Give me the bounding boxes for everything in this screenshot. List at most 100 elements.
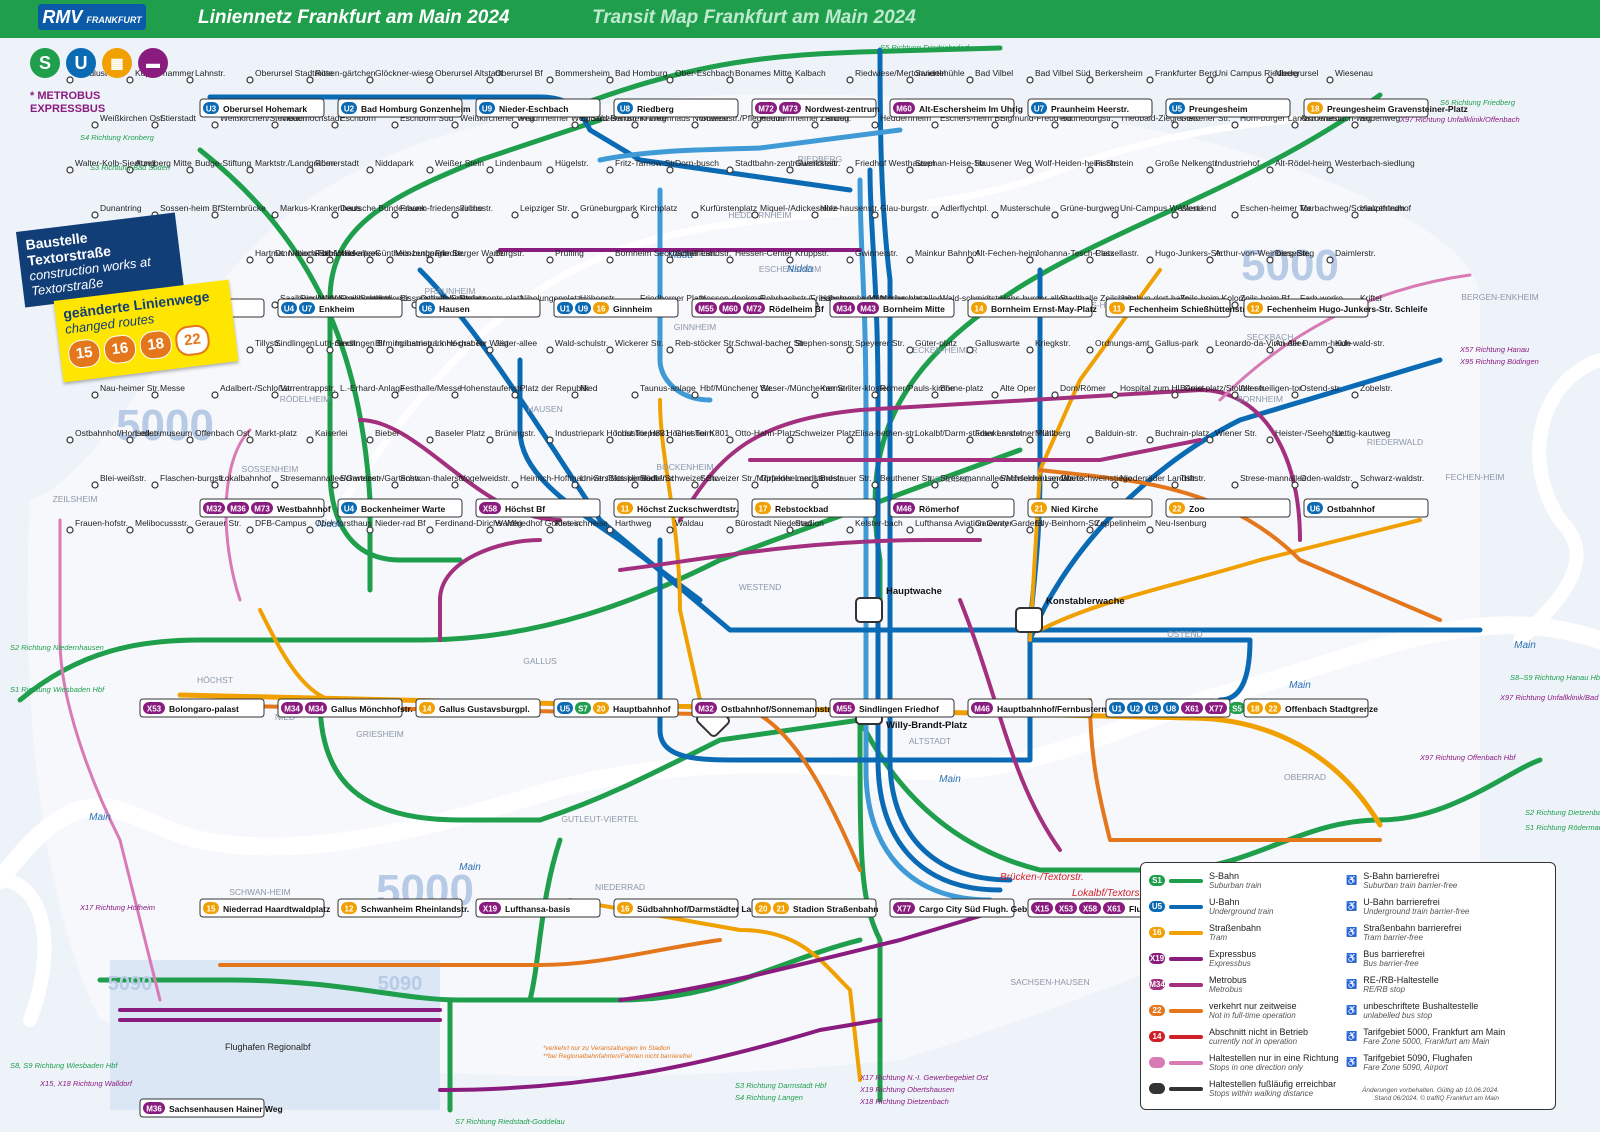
station-dot[interactable] bbox=[1051, 121, 1059, 129]
station-dot[interactable] bbox=[906, 436, 914, 444]
station-label[interactable]: L.-Erhard-Anlage bbox=[340, 383, 405, 393]
station-label[interactable]: Dieselstr. bbox=[1275, 248, 1310, 258]
station-label[interactable]: Vogelweidstr. bbox=[460, 473, 510, 483]
station-label[interactable]: Höhenstr. bbox=[580, 293, 616, 303]
station-label[interactable]: Triftstr. bbox=[1180, 473, 1206, 483]
station-label[interactable]: Blei-weißstr. bbox=[100, 473, 146, 483]
station-dot[interactable] bbox=[786, 526, 794, 534]
station-label[interactable]: Eissporthalle/Festplatz bbox=[400, 293, 486, 303]
station-dot[interactable] bbox=[331, 121, 339, 129]
station-label[interactable]: Niddapark bbox=[375, 158, 414, 168]
station-dot[interactable] bbox=[606, 526, 614, 534]
station-dot[interactable] bbox=[486, 256, 494, 264]
station-label[interactable]: Eschborn Süd bbox=[400, 113, 454, 123]
station-label[interactable]: Sindlingen Bf bbox=[335, 338, 386, 348]
station-label[interactable]: Habsburger-/Wittelsbacher-allee bbox=[820, 293, 942, 303]
station-dot[interactable] bbox=[931, 481, 939, 489]
station-label[interactable]: Messe bbox=[160, 383, 185, 393]
station-label[interactable]: Oberschweinstiege bbox=[1060, 473, 1133, 483]
station-label[interactable]: Dorn-busch bbox=[675, 158, 719, 168]
station-dot[interactable] bbox=[1086, 166, 1094, 174]
station-label[interactable]: Hessen-denkmal bbox=[700, 293, 764, 303]
station-label[interactable]: Lokalbf/Darm-städter Landstr. bbox=[915, 428, 1027, 438]
station-label[interactable]: Kalbach bbox=[795, 68, 826, 78]
station-dot[interactable] bbox=[871, 121, 879, 129]
station-dot[interactable] bbox=[606, 436, 614, 444]
station-label[interactable]: Mühlberg bbox=[1035, 428, 1071, 438]
station-label[interactable]: Riedwiese/Mertonviertel bbox=[855, 68, 946, 78]
station-label[interactable]: Bieber bbox=[375, 428, 400, 438]
station-dot[interactable] bbox=[751, 211, 759, 219]
station-dot[interactable] bbox=[1026, 166, 1034, 174]
station-label[interactable]: Ronneburgstr. bbox=[1060, 113, 1113, 123]
station-label[interactable]: Ostbahnhof/Honsellstr. bbox=[75, 428, 161, 438]
station-dot[interactable] bbox=[246, 436, 254, 444]
station-dot[interactable] bbox=[1171, 481, 1179, 489]
station-label[interactable]: Gwinnerstr. bbox=[855, 248, 898, 258]
station-label[interactable]: Wiener Str. bbox=[1215, 428, 1257, 438]
station-label[interactable]: Stephan-Heise-Str. bbox=[915, 158, 987, 168]
station-label[interactable]: Sandelmühle bbox=[915, 68, 965, 78]
station-dot[interactable] bbox=[906, 76, 914, 84]
station-dot[interactable] bbox=[811, 121, 819, 129]
station-label[interactable]: Atzelberg Mitte bbox=[135, 158, 192, 168]
station-label[interactable]: Güter-platz bbox=[915, 338, 957, 348]
station-dot[interactable] bbox=[1051, 211, 1059, 219]
station-dot[interactable] bbox=[726, 256, 734, 264]
station-label[interactable]: Dom/Römer bbox=[1060, 383, 1106, 393]
station-dot[interactable] bbox=[666, 256, 674, 264]
station-label[interactable]: Marktstr./Landgraben bbox=[255, 158, 336, 168]
station-label[interactable]: Linne-graben bbox=[435, 338, 485, 348]
station-dot[interactable] bbox=[1291, 391, 1299, 399]
station-label[interactable]: Elisa-bethen-str. bbox=[855, 428, 916, 438]
station-dot[interactable] bbox=[1146, 346, 1154, 354]
station-dot[interactable] bbox=[331, 481, 339, 489]
station-label[interactable]: Miquel-/Adickesallee bbox=[760, 203, 838, 213]
station-label[interactable]: An der Damm-heide bbox=[1275, 338, 1351, 348]
station-dot[interactable] bbox=[326, 256, 334, 264]
station-dot[interactable] bbox=[786, 256, 794, 264]
station-dot[interactable] bbox=[1206, 166, 1214, 174]
station-dot[interactable] bbox=[991, 211, 999, 219]
station-label[interactable]: Bad Vilbel Süd bbox=[1035, 68, 1091, 78]
station-label[interactable]: Theobald-Ziegler-Str. bbox=[1120, 113, 1200, 123]
station-label[interactable]: Nieder-rad Bf bbox=[375, 518, 426, 528]
station-label[interactable]: Industriepark Höchst Tor West bbox=[395, 338, 509, 348]
station-label[interactable]: Nibelungenplatz bbox=[520, 293, 581, 303]
station-label[interactable]: Kruppstr. bbox=[795, 248, 829, 258]
station-label[interactable]: Börne-platz/Stoltze-str. bbox=[1180, 383, 1266, 393]
station-dot[interactable] bbox=[546, 436, 554, 444]
station-label[interactable]: Heddernheimer Landstr. bbox=[760, 113, 851, 123]
station-dot[interactable] bbox=[726, 436, 734, 444]
station-label[interactable]: Stresemannallee/Gartenstr. bbox=[280, 473, 383, 483]
hub-hauptwache[interactable] bbox=[855, 597, 883, 623]
station-dot[interactable] bbox=[546, 526, 554, 534]
station-label[interactable]: Weser-/Münche-ner Str. bbox=[760, 383, 850, 393]
station-dot[interactable] bbox=[1051, 481, 1059, 489]
station-label[interactable]: Ober-forsthaus bbox=[315, 518, 372, 528]
station-dot[interactable] bbox=[846, 256, 854, 264]
station-label[interactable]: Sindlingen bbox=[275, 338, 315, 348]
station-label[interactable]: Festhalle/Messe bbox=[400, 383, 462, 393]
station-label[interactable]: Bad Homburg bbox=[615, 68, 668, 78]
station-label[interactable]: Weißkirchener Weg bbox=[460, 113, 535, 123]
station-label[interactable]: Nied bbox=[580, 383, 598, 393]
station-dot[interactable] bbox=[1326, 436, 1334, 444]
station-dot[interactable] bbox=[786, 166, 794, 174]
station-dot[interactable] bbox=[246, 76, 254, 84]
station-dot[interactable] bbox=[151, 391, 159, 399]
station-label[interactable]: Industriehof bbox=[1215, 158, 1260, 168]
station-dot[interactable] bbox=[546, 166, 554, 174]
station-dot[interactable] bbox=[366, 76, 374, 84]
